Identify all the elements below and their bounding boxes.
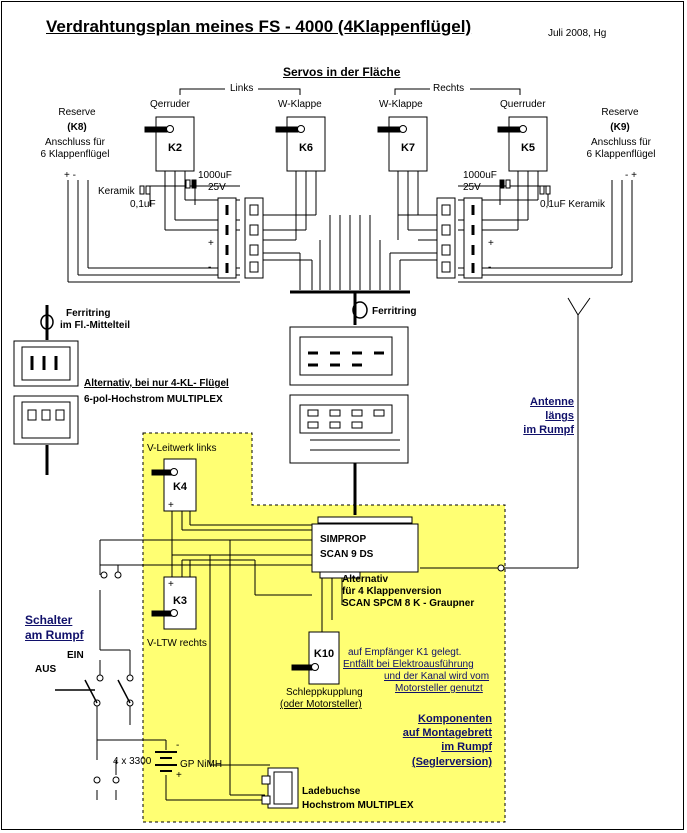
components-line1: Komponenten bbox=[418, 713, 492, 725]
pin-marker: + - bbox=[64, 170, 76, 181]
tail-right-label: V-LTW rechts bbox=[147, 638, 207, 649]
antenna-line3: im Rumpf bbox=[523, 424, 574, 436]
reserve-left-id: (K8) bbox=[67, 122, 87, 133]
pin-marker: - bbox=[208, 262, 212, 273]
ferrite-center-label: Ferritring bbox=[372, 306, 417, 317]
servo-k5-label: Querruder bbox=[500, 99, 546, 110]
elko-voltage-right: 25V bbox=[463, 182, 481, 193]
pin-marker: + bbox=[168, 579, 174, 590]
antenna-line1: Antenne bbox=[530, 396, 574, 408]
switch-line1: Schalter bbox=[25, 613, 73, 627]
switch-off-label: AUS bbox=[35, 664, 57, 675]
pin-marker: - bbox=[176, 740, 180, 751]
reserve-right-id: (K9) bbox=[610, 122, 630, 133]
alt-connector-line2: 6-pol-Hochstrom MULTIPLEX bbox=[84, 394, 223, 405]
charge-socket-line1: Ladebuchse bbox=[302, 786, 361, 797]
receiver-alt-line1: Alternativ bbox=[342, 574, 389, 585]
right-group-label: Rechts bbox=[433, 83, 465, 94]
elko-value-left: 1000uF bbox=[198, 170, 232, 181]
servo-k5 bbox=[497, 116, 548, 172]
servo-k6-label: W-Klappe bbox=[278, 99, 322, 110]
battery-count: 4 x 3300 bbox=[113, 756, 152, 767]
alt-connectors bbox=[13, 340, 79, 445]
servo-k5-id: K5 bbox=[520, 142, 536, 154]
receiver-line2: SCAN 9 DS bbox=[320, 549, 374, 560]
ferrite-left-line1: Ferritring bbox=[66, 308, 111, 319]
k10-note2: Entfällt bei Elektroausführung bbox=[343, 659, 474, 670]
servo-k2 bbox=[144, 116, 195, 172]
antenna-line2: längs bbox=[545, 410, 574, 422]
ceramic-label-left: Keramik bbox=[98, 186, 135, 197]
receiver-alt-line2: für 4 Klappenversion bbox=[342, 586, 442, 597]
servo-k6-id: K6 bbox=[298, 142, 314, 154]
k10-note4: Motorsteller genutzt bbox=[395, 683, 483, 694]
wing-wiring bbox=[67, 171, 633, 290]
page-subtitle: Juli 2008, Hg bbox=[548, 28, 607, 39]
servo-k2-id: K2 bbox=[167, 142, 183, 154]
left-group-label: Links bbox=[230, 83, 254, 94]
pin-marker: + bbox=[168, 500, 174, 511]
pin-marker: + bbox=[176, 770, 182, 781]
reserve-left-label: Reserve bbox=[58, 107, 96, 118]
receiver-alt-line3: SCAN SPCM 8 K - Graupner bbox=[342, 598, 475, 609]
servo-k6 bbox=[275, 116, 326, 172]
wing-servos-heading: Servos in der Fläche bbox=[283, 65, 401, 79]
k10-note3: und der Kanal wird vom bbox=[384, 671, 490, 682]
servo-k2-label: Qerruder bbox=[150, 99, 191, 110]
pin-marker: + bbox=[488, 238, 494, 249]
k10-id: K10 bbox=[313, 648, 335, 660]
ceramic-label-right: 0,1uF Keramik bbox=[540, 199, 606, 210]
tail-left-label: V-Leitwerk links bbox=[147, 443, 217, 454]
switch-line2: am Rumpf bbox=[25, 628, 84, 642]
components-line3: im Rumpf bbox=[441, 741, 492, 753]
reserve-left-note1: Anschluss für bbox=[44, 137, 106, 148]
battery-type: GP NiMH bbox=[180, 759, 223, 770]
k10-caption1: Schleppkupplung bbox=[286, 687, 363, 698]
components-line4: (Seglerversion) bbox=[411, 756, 492, 768]
pin-marker: - + bbox=[625, 170, 637, 181]
charge-socket-line2: Hochstrom MULTIPLEX bbox=[302, 800, 414, 811]
reserve-left-note2: 6 Klappenflügel bbox=[40, 149, 110, 160]
pin-marker: + bbox=[208, 238, 214, 249]
receiver-line1: SIMPROP bbox=[320, 534, 367, 545]
board-wiring bbox=[96, 511, 343, 801]
ceramic-value-left: 0,1uF bbox=[130, 199, 156, 210]
wing-connectors bbox=[217, 197, 483, 279]
reserve-right-note1: Anschluss für bbox=[590, 137, 652, 148]
alt-connector-line1: Alternativ, bei nur 4-KL- Flügel bbox=[84, 378, 229, 389]
tail-right-id: K3 bbox=[172, 595, 188, 607]
servo-k7-label: W-Klappe bbox=[379, 99, 423, 110]
tail-left-id: K4 bbox=[172, 481, 188, 493]
k10-note1: auf Empfänger K1 gelegt. bbox=[348, 647, 462, 658]
receiver-box bbox=[311, 523, 419, 573]
switch-on-label: EIN bbox=[67, 650, 84, 661]
reserve-right-note2: 6 Klappenflügel bbox=[586, 149, 656, 160]
components-line2: auf Montagebrett bbox=[402, 727, 492, 739]
pin-marker: - bbox=[488, 262, 492, 273]
elko-value-right: 1000uF bbox=[463, 170, 497, 181]
k10-caption2: (oder Motorsteller) bbox=[280, 699, 362, 710]
ferrite-left-line2: im Fl.-Mittelteil bbox=[60, 320, 130, 331]
servo-k7-id: K7 bbox=[400, 142, 416, 154]
page-title: Verdrahtungsplan meines FS - 4000 (4Klap… bbox=[46, 17, 472, 36]
reserve-right-label: Reserve bbox=[601, 107, 639, 118]
elko-voltage-left: 25V bbox=[208, 182, 226, 193]
